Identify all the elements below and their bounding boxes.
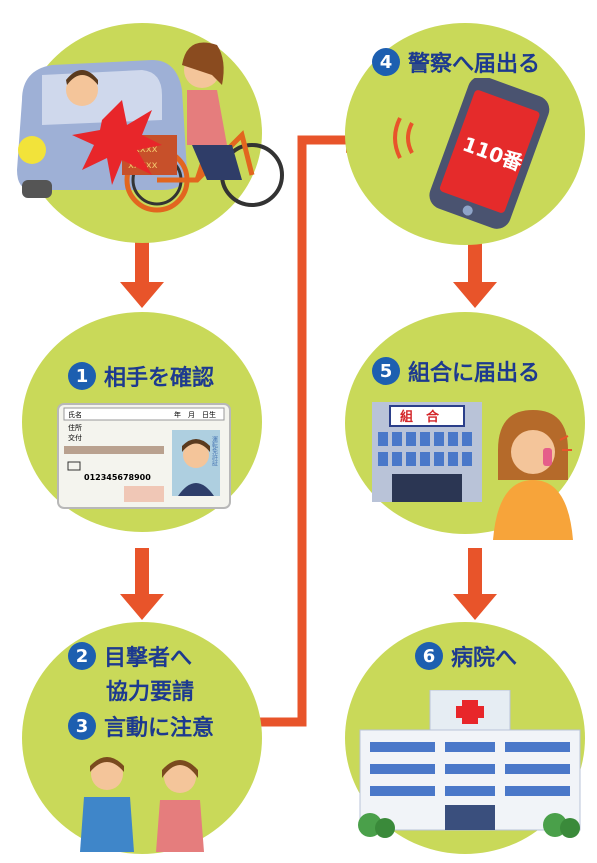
step-1-label: 相手を確認 — [104, 366, 215, 391]
license-date-label: 年 月 日生 — [174, 410, 216, 419]
union-sign: 組 合 — [400, 409, 440, 425]
step-4-number: 4 — [372, 48, 400, 76]
step-2-title: 2 目撃者へ 協力要請 — [68, 640, 194, 706]
license-number: 012345678900 — [84, 473, 151, 482]
step-1-number: 1 — [68, 362, 96, 390]
driver-license-icon: 氏名 年 月 日生 住所 交付 012345678900 運転免許証 — [57, 403, 231, 509]
people-talking-icon — [80, 757, 204, 852]
svg-text:xxxxx: xxxxx — [128, 144, 158, 155]
smartphone-icon: 110番 — [393, 78, 550, 229]
step-2-label-line1: 目撃者へ — [104, 646, 193, 671]
hospital-icon — [358, 690, 581, 838]
step-5-label: 組合に届出る — [408, 361, 541, 386]
step-4-title: 4 警察へ届出る — [372, 46, 540, 78]
license-issue-label: 交付 — [68, 433, 82, 442]
step-6-label: 病院へ — [451, 646, 518, 671]
license-name-label: 氏名 — [68, 410, 82, 419]
step-2-number: 2 — [68, 642, 96, 670]
step-6-title: 6 病院へ — [415, 640, 517, 672]
license-address-label: 住所 — [68, 423, 82, 432]
license-vertical-label: 運転免許証 — [211, 436, 218, 467]
car-bicycle-accident-icon: xxxxx xxxxx — [17, 42, 284, 213]
step-4-label: 警察へ届出る — [408, 52, 541, 77]
step-1-title: 1 相手を確認 — [68, 360, 214, 392]
circle-witness — [22, 622, 262, 854]
woman-on-phone-icon — [493, 410, 573, 540]
step-5-number: 5 — [372, 357, 400, 385]
step-5-title: 5 組合に届出る — [372, 355, 540, 387]
step-3-number: 3 — [68, 712, 96, 740]
step-3-title: 3 言動に注意 — [68, 710, 214, 742]
union-building-icon: 組 合 — [372, 402, 482, 502]
step-6-number: 6 — [415, 642, 443, 670]
step-2-label-line2: 協力要請 — [106, 680, 195, 705]
step-3-label: 言動に注意 — [104, 716, 215, 741]
